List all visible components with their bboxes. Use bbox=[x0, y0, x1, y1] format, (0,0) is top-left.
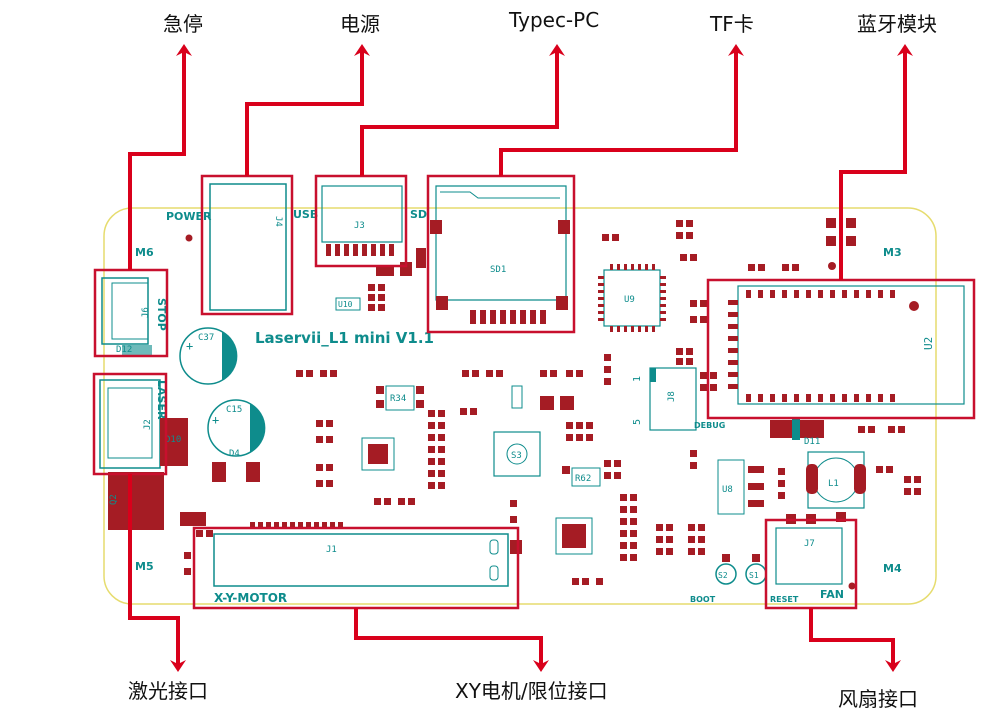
silk-m3: M3 bbox=[883, 246, 902, 259]
label-laser: 激光接口 bbox=[128, 679, 208, 703]
arrow-estop bbox=[128, 52, 186, 270]
board-outline bbox=[103, 207, 937, 605]
silk-j6: J6 bbox=[141, 307, 151, 318]
u2-bluetooth-module: U2 bbox=[728, 285, 965, 405]
silk-stop: STOP bbox=[155, 298, 168, 331]
svg-text:R62: R62 bbox=[575, 474, 591, 484]
svg-text:X-Y-MOTOR: X-Y-MOTOR bbox=[214, 591, 287, 605]
driver-ic-2 bbox=[555, 517, 593, 555]
svg-text:J8: J8 bbox=[667, 391, 677, 402]
u9-mcu: U9 bbox=[598, 264, 666, 332]
svg-text:C37: C37 bbox=[198, 333, 214, 343]
s3-button: S3 bbox=[493, 431, 541, 477]
silk-j4: J4 bbox=[273, 216, 283, 227]
arrow-typec bbox=[360, 52, 559, 176]
r34-resistor: R34 bbox=[376, 385, 424, 411]
label-fan: 风扇接口 bbox=[838, 687, 918, 711]
svg-text:U9: U9 bbox=[624, 295, 635, 305]
arrowhead-tf bbox=[728, 44, 744, 56]
driver-ic-1 bbox=[361, 437, 395, 471]
board-title: Laservii_L1 mini V1.1 bbox=[255, 329, 434, 347]
silk-m4: M4 bbox=[883, 562, 902, 575]
svg-text:U8: U8 bbox=[722, 485, 733, 495]
arrow-bluetooth bbox=[839, 52, 907, 280]
silk-usb: USB bbox=[293, 208, 318, 221]
j6-stop-connector: J6 STOP bbox=[101, 277, 168, 345]
silk-m6: M6 bbox=[135, 246, 154, 259]
svg-text:D4: D4 bbox=[229, 449, 240, 459]
svg-text:U10: U10 bbox=[338, 300, 353, 309]
sd1-card-slot: SD1 bbox=[430, 185, 570, 324]
cap-c15: C15 + bbox=[207, 399, 266, 457]
svg-text:D11: D11 bbox=[804, 437, 820, 447]
svg-text:L1: L1 bbox=[828, 479, 839, 489]
j8-debug-header: J8 1 5 DEBUG bbox=[632, 367, 725, 431]
r62-resistor: R62 bbox=[562, 466, 601, 487]
arrowhead-fan bbox=[885, 660, 901, 672]
label-power: 电源 bbox=[340, 12, 380, 36]
svg-text:5: 5 bbox=[632, 419, 643, 425]
arrow-power bbox=[245, 52, 364, 176]
label-typec: Typec-PC bbox=[509, 8, 600, 32]
arrowhead-power bbox=[354, 44, 370, 56]
u8-regulator: U8 bbox=[717, 459, 764, 515]
arrow-tf bbox=[499, 52, 738, 176]
svg-text:J7: J7 bbox=[804, 539, 815, 549]
svg-text:R34: R34 bbox=[390, 394, 406, 404]
svg-text:J1: J1 bbox=[326, 545, 337, 555]
svg-text:C15: C15 bbox=[226, 405, 242, 415]
label-tf: TF卡 bbox=[710, 12, 754, 36]
silk-power: POWER bbox=[166, 210, 212, 223]
silk-m5: M5 bbox=[135, 560, 154, 573]
svg-text:RESET: RESET bbox=[770, 595, 799, 604]
s2-boot-button: S2 BOOT bbox=[690, 554, 737, 604]
silk-j3: J3 bbox=[354, 221, 365, 231]
label-bluetooth: 蓝牙模块 bbox=[857, 12, 937, 36]
arrow-xy bbox=[354, 608, 543, 664]
j3-usb-connector: J3 bbox=[321, 185, 403, 256]
silk-q2: Q2 bbox=[109, 494, 119, 505]
callout-arrows bbox=[128, 52, 907, 664]
label-estop: 急停 bbox=[163, 12, 203, 36]
j7-fan-connector: J7 RESET FAN bbox=[770, 527, 856, 604]
svg-text:1: 1 bbox=[632, 376, 643, 382]
silk-j2: J2 bbox=[143, 419, 153, 430]
svg-text:S3: S3 bbox=[511, 451, 522, 461]
arrow-heads bbox=[170, 44, 913, 672]
cap-c37: C37 + bbox=[179, 327, 238, 385]
arrowhead-bluetooth bbox=[897, 44, 913, 56]
silk-d10: D10 bbox=[165, 435, 181, 445]
j1-motor-connector: J1 X-Y-MOTOR bbox=[184, 522, 509, 605]
svg-text:+: + bbox=[212, 413, 219, 427]
silk-sd: SD bbox=[410, 208, 427, 221]
svg-text:BOOT: BOOT bbox=[690, 595, 716, 604]
label-xy: XY电机/限位接口 bbox=[455, 679, 608, 703]
j4-power-connector: J4 bbox=[209, 183, 287, 311]
arrowhead-xy bbox=[533, 660, 549, 672]
arrowhead-typec bbox=[549, 44, 565, 56]
power-led-dot bbox=[185, 234, 193, 242]
svg-text:U2: U2 bbox=[922, 337, 935, 350]
l1-inductor: L1 bbox=[806, 451, 866, 509]
svg-text:+: + bbox=[186, 339, 193, 353]
arrow-fan bbox=[809, 608, 895, 664]
arrow-laser bbox=[128, 474, 180, 664]
arrowhead-laser bbox=[170, 660, 186, 672]
svg-text:S2: S2 bbox=[718, 571, 728, 580]
svg-text:FAN: FAN bbox=[820, 588, 844, 601]
svg-text:S1: S1 bbox=[749, 571, 759, 580]
arrowhead-estop bbox=[176, 44, 192, 56]
svg-text:DEBUG: DEBUG bbox=[694, 421, 725, 430]
silk-sd1: SD1 bbox=[490, 265, 506, 275]
